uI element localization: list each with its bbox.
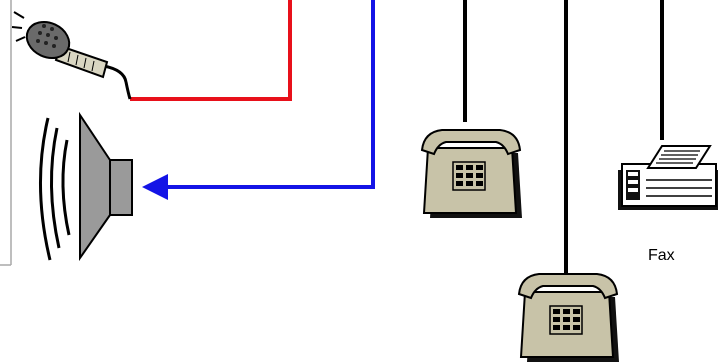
speaker-arrowhead — [142, 174, 168, 200]
fax-label: Fax — [648, 247, 675, 265]
microphone-icon — [12, 12, 130, 99]
microphone-line — [130, 0, 290, 99]
speaker-icon — [40, 115, 132, 260]
telephone-icon — [519, 274, 619, 362]
device-panel — [0, 0, 11, 265]
telephone-icon — [422, 130, 522, 218]
fax-machine-icon — [618, 146, 718, 210]
speaker-line — [165, 0, 373, 187]
